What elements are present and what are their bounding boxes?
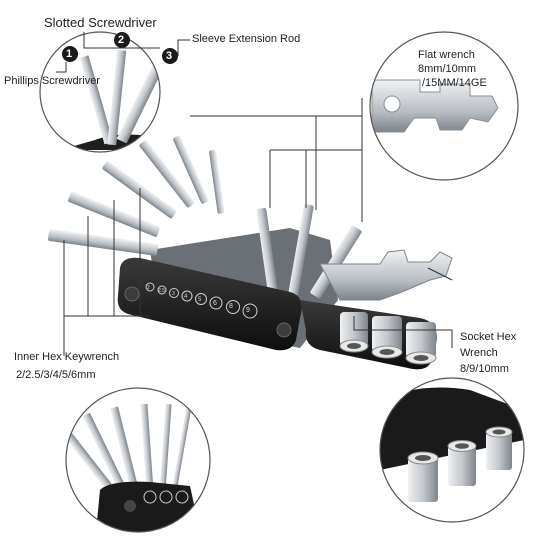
multitool-main: [47, 135, 453, 370]
label-hex-keywrench-sizes: 2/2.5/3/4/5/6mm: [16, 369, 96, 381]
callout-lines: [56, 32, 453, 356]
badge-2: [114, 32, 130, 48]
size-number: 4: [184, 294, 188, 300]
label-flat-wrench-title: Flat wrench: [418, 49, 475, 61]
label-flat-wrench-sizes-1: 8mm/10mm: [418, 63, 477, 75]
label-socket-title-2: Wrench: [460, 347, 498, 359]
label-socket-title-1: Socket Hex: [460, 331, 517, 343]
badge-2-number: 2: [118, 34, 125, 46]
badge-3: [162, 48, 178, 64]
size-number: 3: [172, 291, 175, 297]
size-number: 9: [246, 307, 250, 314]
size-number: 2: [147, 285, 150, 291]
tool-size-numbers: 2 2.5 3 4 5 6 8 9: [144, 281, 264, 321]
socket-detail-circle: [379, 377, 525, 523]
label-socket-sizes: 8/9/10mm: [460, 363, 509, 375]
badge-3-number: 3: [166, 50, 173, 62]
badge-1-number: 1: [66, 48, 73, 60]
size-number: 2.5: [158, 288, 165, 294]
screwdriver-detail-circle: [39, 31, 161, 153]
label-flat-wrench-sizes-2: /15MM/14GE: [422, 77, 487, 89]
label-sleeve-extension-rod: Sleeve Extension Rod: [192, 33, 301, 45]
flat-wrench-detail-circle: [369, 31, 519, 181]
label-hex-keywrench-title: Inner Hex Keywrench: [14, 351, 120, 363]
size-number: 6: [213, 300, 217, 307]
size-number: 8: [229, 303, 233, 310]
badge-1: [62, 46, 78, 62]
size-number: 5: [198, 297, 202, 303]
label-slotted-screwdriver: Slotted Screwdriver: [44, 15, 157, 30]
hex-key-detail-circle: [65, 387, 211, 533]
label-phillips-screwdriver: Phillips Screwdriver: [4, 75, 100, 87]
